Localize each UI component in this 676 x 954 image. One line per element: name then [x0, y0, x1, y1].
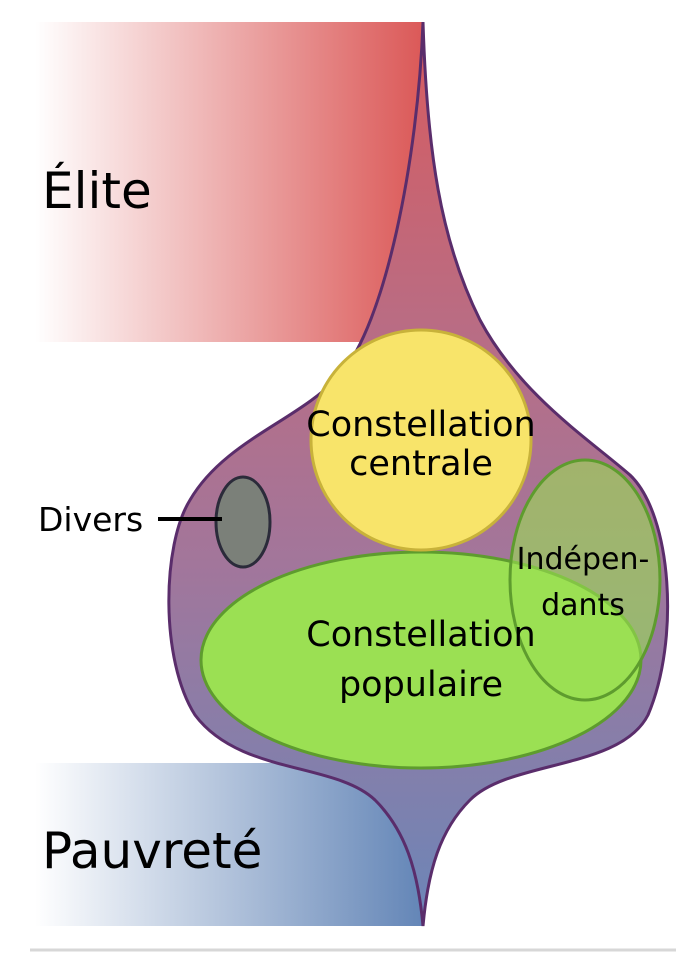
- independants-ellipse: [508, 458, 662, 702]
- constellation-populaire-label-line-2: populaire: [339, 665, 503, 705]
- constellation-populaire-label-line-1: Constellation: [306, 615, 535, 655]
- independants-label-line-1: Indépen-: [517, 542, 650, 577]
- divers-ellipse: [214, 475, 272, 569]
- constellation-centrale-circle: [309, 328, 533, 552]
- pauvrete-label: Pauvreté: [42, 822, 262, 880]
- constellation-centrale-label-line-1: Constellation: [306, 405, 535, 445]
- divers-label: Divers: [38, 500, 143, 539]
- pauvrete-band: [35, 763, 423, 926]
- elite-label: Élite: [42, 161, 152, 220]
- independants-label-line-2: dants: [541, 588, 625, 623]
- constellation-centrale-label-line-2: centrale: [349, 444, 493, 484]
- elite-band: [35, 22, 423, 342]
